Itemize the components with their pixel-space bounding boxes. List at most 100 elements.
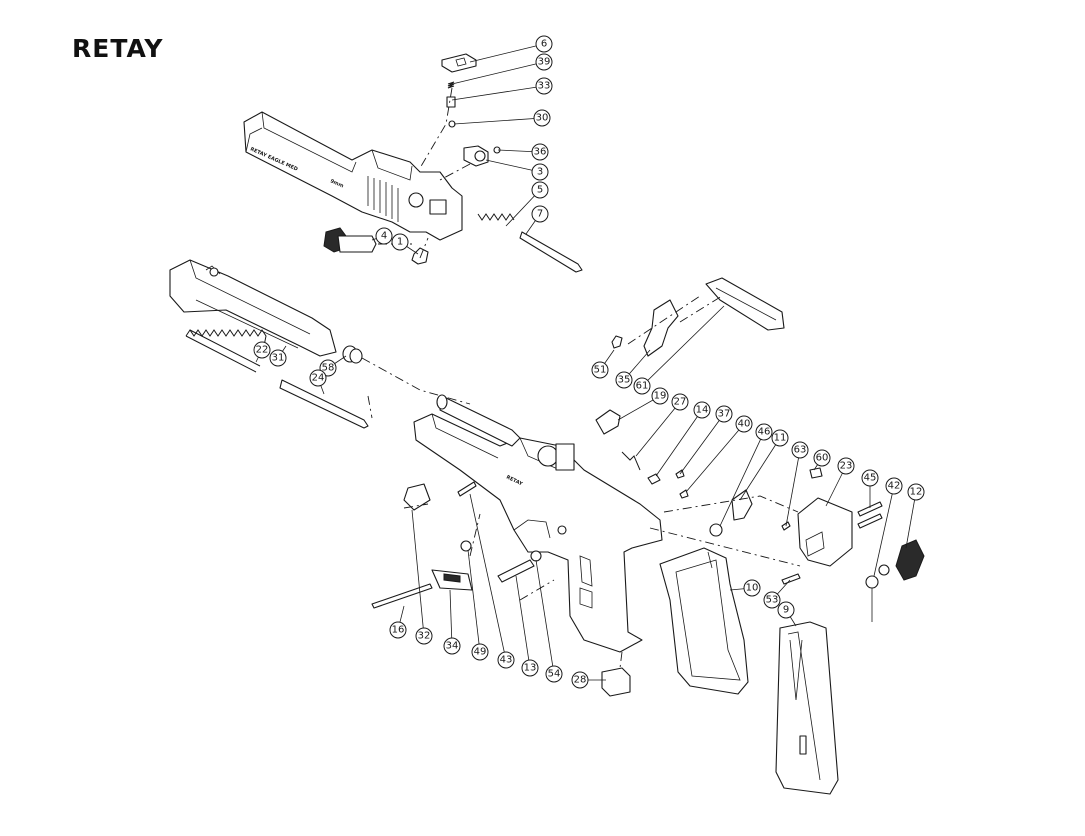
callout-circle [375,227,393,245]
callout-leader [905,491,917,549]
callout-circle [791,441,809,459]
callout-22: 22 [253,341,271,363]
callout-43: 43 [469,493,515,669]
rear-sight [441,53,477,73]
callout-label: 35 [618,375,631,386]
callout-leader [685,423,745,493]
callout-leader [515,575,531,669]
callout-label: 31 [272,353,285,364]
callout-circle [633,377,651,395]
callout-28: 28 [571,671,606,689]
callout-16: 16 [389,605,407,639]
callout-leader [739,437,781,501]
callout-37: 37 [679,405,733,475]
barrel-cover [169,259,337,357]
callout-circle [389,621,407,639]
callout-label: 40 [738,419,751,430]
callout-leader [535,559,555,675]
callout-circle [531,163,549,181]
callout-9: 9 [777,601,797,627]
callout-4: 4 [371,227,393,245]
callout-label: 53 [766,595,779,606]
callout-label: 28 [574,675,587,686]
callout-leader [453,117,543,125]
callout-label: 27 [674,397,687,408]
callout-leader [469,43,545,63]
callout-leader [449,589,453,647]
callout-circle [309,369,327,387]
callout-11: 11 [739,429,789,501]
callout-circle [693,401,711,419]
callout-circle [743,579,761,597]
callout-label: 3 [537,167,543,178]
callout-label: 39 [538,57,551,68]
hammer-assembly [611,277,785,357]
callout-label: 23 [840,461,853,472]
callout-60: 60 [813,449,831,471]
recoil-spring [185,329,267,357]
callout-39: 39 [451,53,553,85]
callout-label: 24 [312,373,325,384]
callout-label: 32 [418,631,431,642]
callout-label: 12 [910,487,923,498]
callout-label: 1 [397,237,403,248]
callout-45: 45 [861,469,879,508]
callout-label: 9 [783,605,789,616]
barrel-assembly [169,259,471,429]
callout-circle [885,477,903,495]
callout-circle [531,181,549,199]
callout-leader [785,449,801,527]
callout-40: 40 [685,415,753,493]
callout-leader [469,493,507,661]
slide-serrations [367,176,399,222]
callout-label: 51 [594,365,607,376]
callout-10: 10 [729,579,761,597]
callout-leader [655,409,703,477]
callout-label: 34 [446,641,459,652]
callout-63: 63 [785,441,809,527]
callout-circle [755,423,773,441]
callout-circle [531,205,549,223]
callout-label: 36 [534,147,547,158]
callout-circle [391,233,409,251]
callout-1: 1 [391,233,419,255]
retay-logo: RETAY [72,34,163,63]
callout-label: 16 [392,625,405,636]
callout-circle [837,457,855,475]
callout-51: 51 [591,349,615,379]
callout-label: 37 [718,409,731,420]
slide [243,111,463,241]
callout-circle [861,469,879,487]
callout-label: 13 [524,663,537,674]
callout-label: 19 [654,391,667,402]
callout-label: 63 [794,445,807,456]
callout-6: 6 [469,35,553,63]
grip-panel-23 [797,497,853,567]
callout-leader [411,509,425,637]
callout-label: 14 [696,405,709,416]
callout-19: 19 [617,387,669,421]
callout-circle [533,109,551,127]
callout-leader [485,159,541,173]
callout-circle [253,341,271,359]
callout-label: 22 [256,345,269,356]
callout-circle [615,371,633,389]
right-side-parts [595,409,925,622]
callout-leader [679,413,725,475]
callout-leader [467,549,481,653]
callout-label: 5 [537,185,543,196]
callout-circle [771,429,789,447]
magazine [775,621,839,795]
callout-54: 54 [535,559,563,683]
callout-27: 27 [635,393,689,457]
callout-label: 42 [888,481,901,492]
callout-31: 31 [269,345,287,367]
slide-assembly: RETAY EAGLE MED 9mm [243,53,583,273]
callout-leader [635,401,681,457]
callout-32: 32 [411,509,433,645]
callout-13: 13 [515,575,539,677]
callout-circle [591,361,609,379]
callout-circle [535,35,553,53]
